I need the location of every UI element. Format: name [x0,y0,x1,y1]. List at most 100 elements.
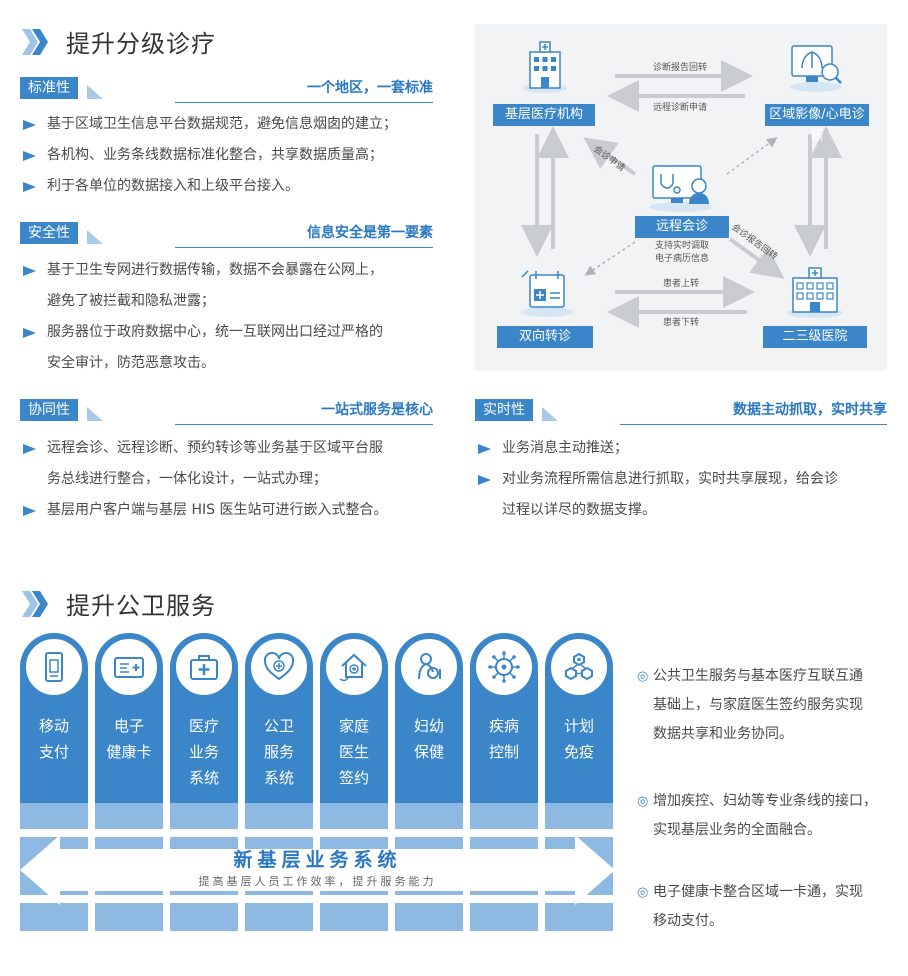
node-remote-consult: 远程会诊 [635,216,729,238]
column-label: 公卫服务系统 [245,713,313,791]
column-gap [95,829,163,837]
section-title-tiered-care: 提升分级诊疗 [20,24,216,59]
list-item: ◎ 增加疾控、妇幼等专业条线的接口， 实现基层业务的全面融合。 [637,787,877,845]
column-icon-circle [473,636,535,698]
list-item: 基于卫生专网进行数据传输，数据不会暴露在公网上， 避免了被拦截和隐私泄露； [20,255,383,317]
security-list: 基于卫生专网进行数据传输，数据不会暴露在公网上， 避免了被拦截和隐私泄露； 服务器… [20,255,383,379]
standard-header: 标准性 一个地区，一套标准 [20,77,433,103]
tag-underline [620,424,887,425]
column-icon-circle [248,636,310,698]
realtime-headline: 数据主动抓取，实时共享 [733,402,887,418]
line: 数据共享和业务协同。 [653,726,793,742]
security-tag: 安全性 [20,222,78,244]
node-two-way-referral: 双向转诊 [497,326,593,348]
line: 增加疾控、妇幼等专业条线的接口， [653,793,877,809]
label-line: 业务 [188,743,219,761]
line: 安全审计，防范恶意攻击。 [47,355,215,371]
label-patient-down: 患者下转 [663,318,700,328]
imaging-diagnosis-icon [790,45,842,92]
label-line: 医疗 [188,717,219,735]
column-gap [245,895,313,903]
line: 基础上，与家庭医生签约服务实现 [653,697,863,713]
label-line: 保健 [413,743,444,761]
label-line: 家庭 [338,717,369,735]
column-gap [170,829,238,837]
label-line: 签约 [338,769,369,787]
realtime-header: 实时性 数据主动抓取，实时共享 [475,399,887,425]
two-way-referral-icon [521,270,573,317]
tag-underline [175,424,433,425]
column-icon-circle [323,636,385,698]
circle-bullet-icon: ◎ [637,794,649,809]
tag-triangle [87,85,103,99]
column-gap [470,829,538,837]
double-chevron-icon [22,590,48,617]
realtime-tag: 实时性 [475,399,533,421]
label-line: 疾病 [488,717,519,735]
line: 电子健康卡整合区域一卡通，实现 [653,884,863,900]
column-icon-circle [98,636,160,698]
circle-bullet-icon: ◎ [637,669,649,684]
line: 实现基层业务的全面融合。 [653,822,821,838]
column-gap [245,829,313,837]
label-line: 妇幼 [413,717,444,735]
line: 基于卫生专网进行数据传输，数据不会暴露在公网上， [47,262,383,278]
security-header: 安全性 信息安全是第一要素 [20,222,433,248]
column-gap [95,895,163,903]
consult-note: 支持实时调取 电子病历信息 [635,240,729,266]
line: 服务器位于政府数据中心，统一互联网出口经过严格的 [47,324,383,340]
column-label: 移动支付 [20,713,88,765]
list-item: 业务消息主动推送； [475,433,838,464]
tag-underline [175,102,433,103]
section-title: 提升公卫服务 [66,592,216,620]
label-line: 控制 [488,743,519,761]
list-item: 各机构、业务条线数据标准化整合，共享数据质量高； [20,140,397,171]
label-line: 服务 [263,743,294,761]
page-title: 提升分级诊疗 [66,30,216,58]
list-item: 基于区域卫生信息平台数据规范，避免信息烟囱的建立； [20,109,397,140]
column-label: 妇幼保健 [395,713,463,765]
standard-list: 基于区域卫生信息平台数据规范，避免信息烟囱的建立； 各机构、业务条线数据标准化整… [20,109,397,202]
right-point-3: ◎电子健康卡整合区域一卡通，实现移动支付。 [637,878,863,936]
tag-triangle [87,407,103,421]
list-item: 对业务流程所需信息进行抓取，实时共享展现，给会诊过程以详尽的数据支撑。 [475,464,838,526]
maternal-icon [418,653,441,680]
column-icon-circle [398,636,460,698]
label-line: 支付 [38,743,69,761]
family-doctor-icon [339,653,367,682]
label-line: 电子 [113,717,144,735]
line: 移动支付。 [653,913,723,929]
label-line: 系统 [263,769,294,787]
label-remote-request: 远程诊断申请 [653,103,708,113]
column-gap [470,895,538,903]
line: 对业务流程所需信息进行抓取，实时共享展现，给会诊 [502,471,838,487]
column-label: 疾病控制 [470,713,538,765]
banner-subtitle: 提高基层人员工作效率，提升服务能力 [198,875,437,888]
note-line: 电子病历信息 [654,254,709,264]
label-line: 免疫 [563,743,594,761]
note-line: 支持实时调取 [654,241,709,251]
column-label: 电子健康卡 [95,713,163,765]
list-item: 基层用户客户端与基层 HIS 医生站可进行嵌入式整合。 [20,495,387,526]
line: 避免了被拦截和隐私泄露； [47,293,215,309]
virus-icon [488,651,520,683]
collab-tag: 协同性 [20,399,78,421]
right-point-2: ◎ 增加疾控、妇幼等专业条线的接口， 实现基层业务的全面融合。 [637,787,877,845]
right-point-1: ◎公共卫生服务与基本医疗互联互通基础上，与家庭医生签约服务实现数据共享和业务协同… [637,662,863,749]
security-headline: 信息安全是第一要素 [307,225,433,241]
tag-underline [175,247,433,248]
node-tertiary-hospital: 二三级医院 [763,326,867,348]
line: 过程以详尽的数据支撑。 [502,502,656,518]
double-chevron-icon [22,28,48,55]
line: 远程会诊、远程诊断、预约转诊等业务基于区域平台服 [47,440,383,456]
label-line: 移动 [38,717,69,735]
label-line: 健康卡 [106,743,152,761]
standard-tag: 标准性 [20,77,78,99]
label-line: 医生 [338,743,369,761]
column-icon-circle [173,636,235,698]
column-icon-circle [548,636,610,698]
referral-diagram: 基层医疗机构 区域影像/心电诊断 远程会诊 支持实时调取 电子病历信息 双向转诊 [475,24,887,371]
diagram-arrows [521,60,842,328]
label-patient-up: 患者上转 [663,279,700,289]
mobile-pay-icon [45,652,63,682]
